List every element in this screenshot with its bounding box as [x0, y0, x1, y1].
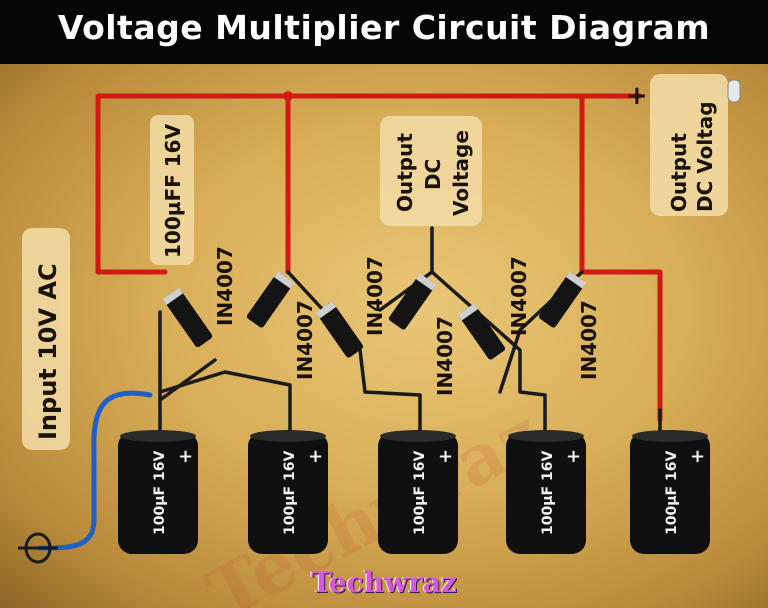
- black-wire-c4: [430, 270, 547, 434]
- plus-terminal: +: [626, 81, 648, 111]
- capacitor-label-4: 100µF 16V: [540, 451, 556, 535]
- diode-2: [246, 271, 295, 328]
- red-wires: [95, 93, 663, 423]
- diode-label-3: IN4007: [363, 256, 387, 336]
- diode-label-5: IN4007: [507, 256, 531, 336]
- brand-logo: Techwraz: [311, 566, 457, 599]
- capacitor-plus-2: +: [308, 446, 323, 467]
- cap-top-label: 100µFF 16V: [161, 123, 185, 258]
- input-label-box: [22, 228, 70, 450]
- diode-label-1: IN4007: [213, 246, 237, 326]
- output-right-line-1: Output: [667, 133, 691, 212]
- blue-input-wire: [37, 390, 153, 551]
- output-right-box: [650, 74, 728, 216]
- output-terminal-icon: [727, 79, 741, 103]
- capacitor-label-5: 100µF 16V: [664, 451, 680, 535]
- capacitor-label-3: 100µF 16V: [412, 451, 428, 535]
- title-bar: [0, 0, 768, 64]
- output-mid-box: [380, 116, 482, 226]
- red-wire-top: [95, 93, 643, 275]
- capacitor-label-2: 100µF 16V: [282, 451, 298, 535]
- capacitor-4: [506, 430, 586, 554]
- output-mid-line-2: DC: [421, 159, 445, 190]
- capacitor-3: [378, 430, 458, 554]
- red-wire-right-drop: [579, 93, 663, 423]
- diode-6: [538, 271, 587, 328]
- capacitor-plus-5: +: [690, 446, 705, 467]
- capacitor-5: [630, 430, 710, 554]
- capacitor-plus-3: +: [438, 446, 453, 467]
- capacitor-1: [118, 430, 198, 554]
- diode-label-6: IN4007: [577, 300, 601, 380]
- capacitor-plus-1: +: [178, 446, 193, 467]
- page-title: Voltage Multiplier Circuit Diagram: [57, 8, 711, 47]
- diode-3: [315, 301, 364, 358]
- black-wire-cross: [158, 358, 217, 402]
- diode-4: [388, 273, 437, 330]
- cap-top-label-box: [150, 115, 194, 265]
- output-mid-line-1: Output: [393, 133, 417, 212]
- diode-label-4: IN4007: [433, 316, 457, 396]
- capacitor-plus-4: +: [566, 446, 581, 467]
- diode-5: [457, 303, 506, 360]
- diode-1: [162, 287, 213, 348]
- black-wire-c2: [158, 370, 292, 434]
- capacitor-2: [248, 430, 328, 554]
- capacitor-label-1: 100µF 16V: [152, 451, 168, 535]
- red-junction: [283, 91, 293, 101]
- output-right-line-2: DC Voltag: [693, 101, 717, 212]
- input-label: Input 10V AC: [34, 263, 62, 440]
- diode-label-2: IN4007: [293, 300, 317, 380]
- output-mid-line-3: Voltage: [449, 130, 473, 216]
